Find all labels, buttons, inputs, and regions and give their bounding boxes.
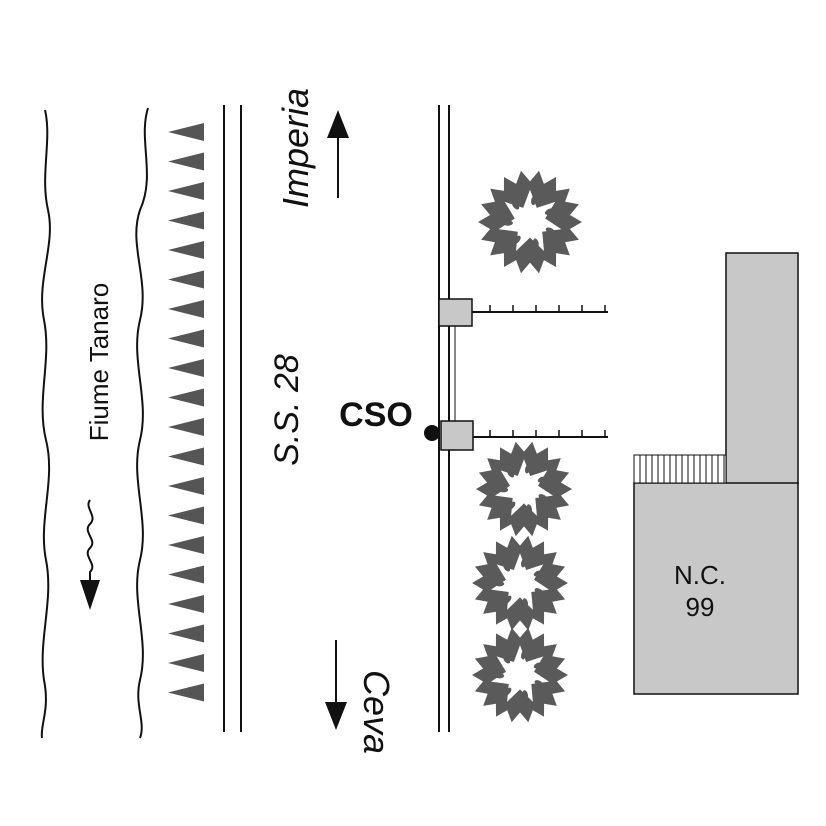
tree-icon (476, 441, 572, 537)
building-label-line1: N.C. (674, 560, 726, 590)
embankment-spike (168, 300, 204, 318)
manhole-box-upper (438, 298, 473, 327)
tree-icon (478, 170, 582, 274)
imperia-label: Imperia (275, 88, 316, 208)
cso-point (424, 425, 440, 441)
embankment-spike (168, 270, 204, 289)
tree-icon (472, 627, 568, 723)
embankment-spike (168, 506, 204, 525)
embankment-spike (168, 418, 204, 436)
embankment-spike (168, 329, 204, 348)
embankment-spike (168, 211, 204, 230)
embankment-spike (168, 447, 204, 466)
flow-arrow-icon (80, 499, 100, 610)
embankment-spikes (168, 123, 204, 702)
fences (472, 305, 608, 438)
road-label: S.S. 28 (268, 354, 306, 466)
ceva-label: Ceva (356, 670, 397, 754)
embankment-spike (168, 624, 204, 643)
embankment-spike (168, 595, 204, 613)
building-label-line2: 99 (686, 592, 715, 622)
building-hatch (633, 454, 727, 484)
arrow-down-icon (325, 640, 347, 730)
embankment-spike (168, 152, 204, 171)
embankment-spike (168, 683, 204, 702)
trees (472, 170, 582, 723)
embankment-spike (168, 182, 204, 200)
embankment-spike (168, 241, 204, 259)
embankment-spike (168, 359, 204, 377)
river-label: Fiume Tanaro (84, 283, 114, 442)
embankment-spike (168, 565, 204, 584)
river-bank-right (135, 107, 149, 739)
embankment-spike (168, 477, 204, 495)
tree-icon (472, 535, 568, 631)
arrow-up-icon (327, 110, 349, 198)
manhole-box-lower (440, 420, 474, 451)
embankment-spike (168, 654, 204, 672)
cso-label: CSO (339, 396, 413, 434)
building-tower (725, 252, 799, 485)
river-bank-left (40, 109, 51, 739)
embankment-spike (168, 536, 204, 554)
embankment-spike (168, 388, 204, 407)
embankment-spike (168, 123, 204, 141)
hatch-area (633, 454, 727, 484)
